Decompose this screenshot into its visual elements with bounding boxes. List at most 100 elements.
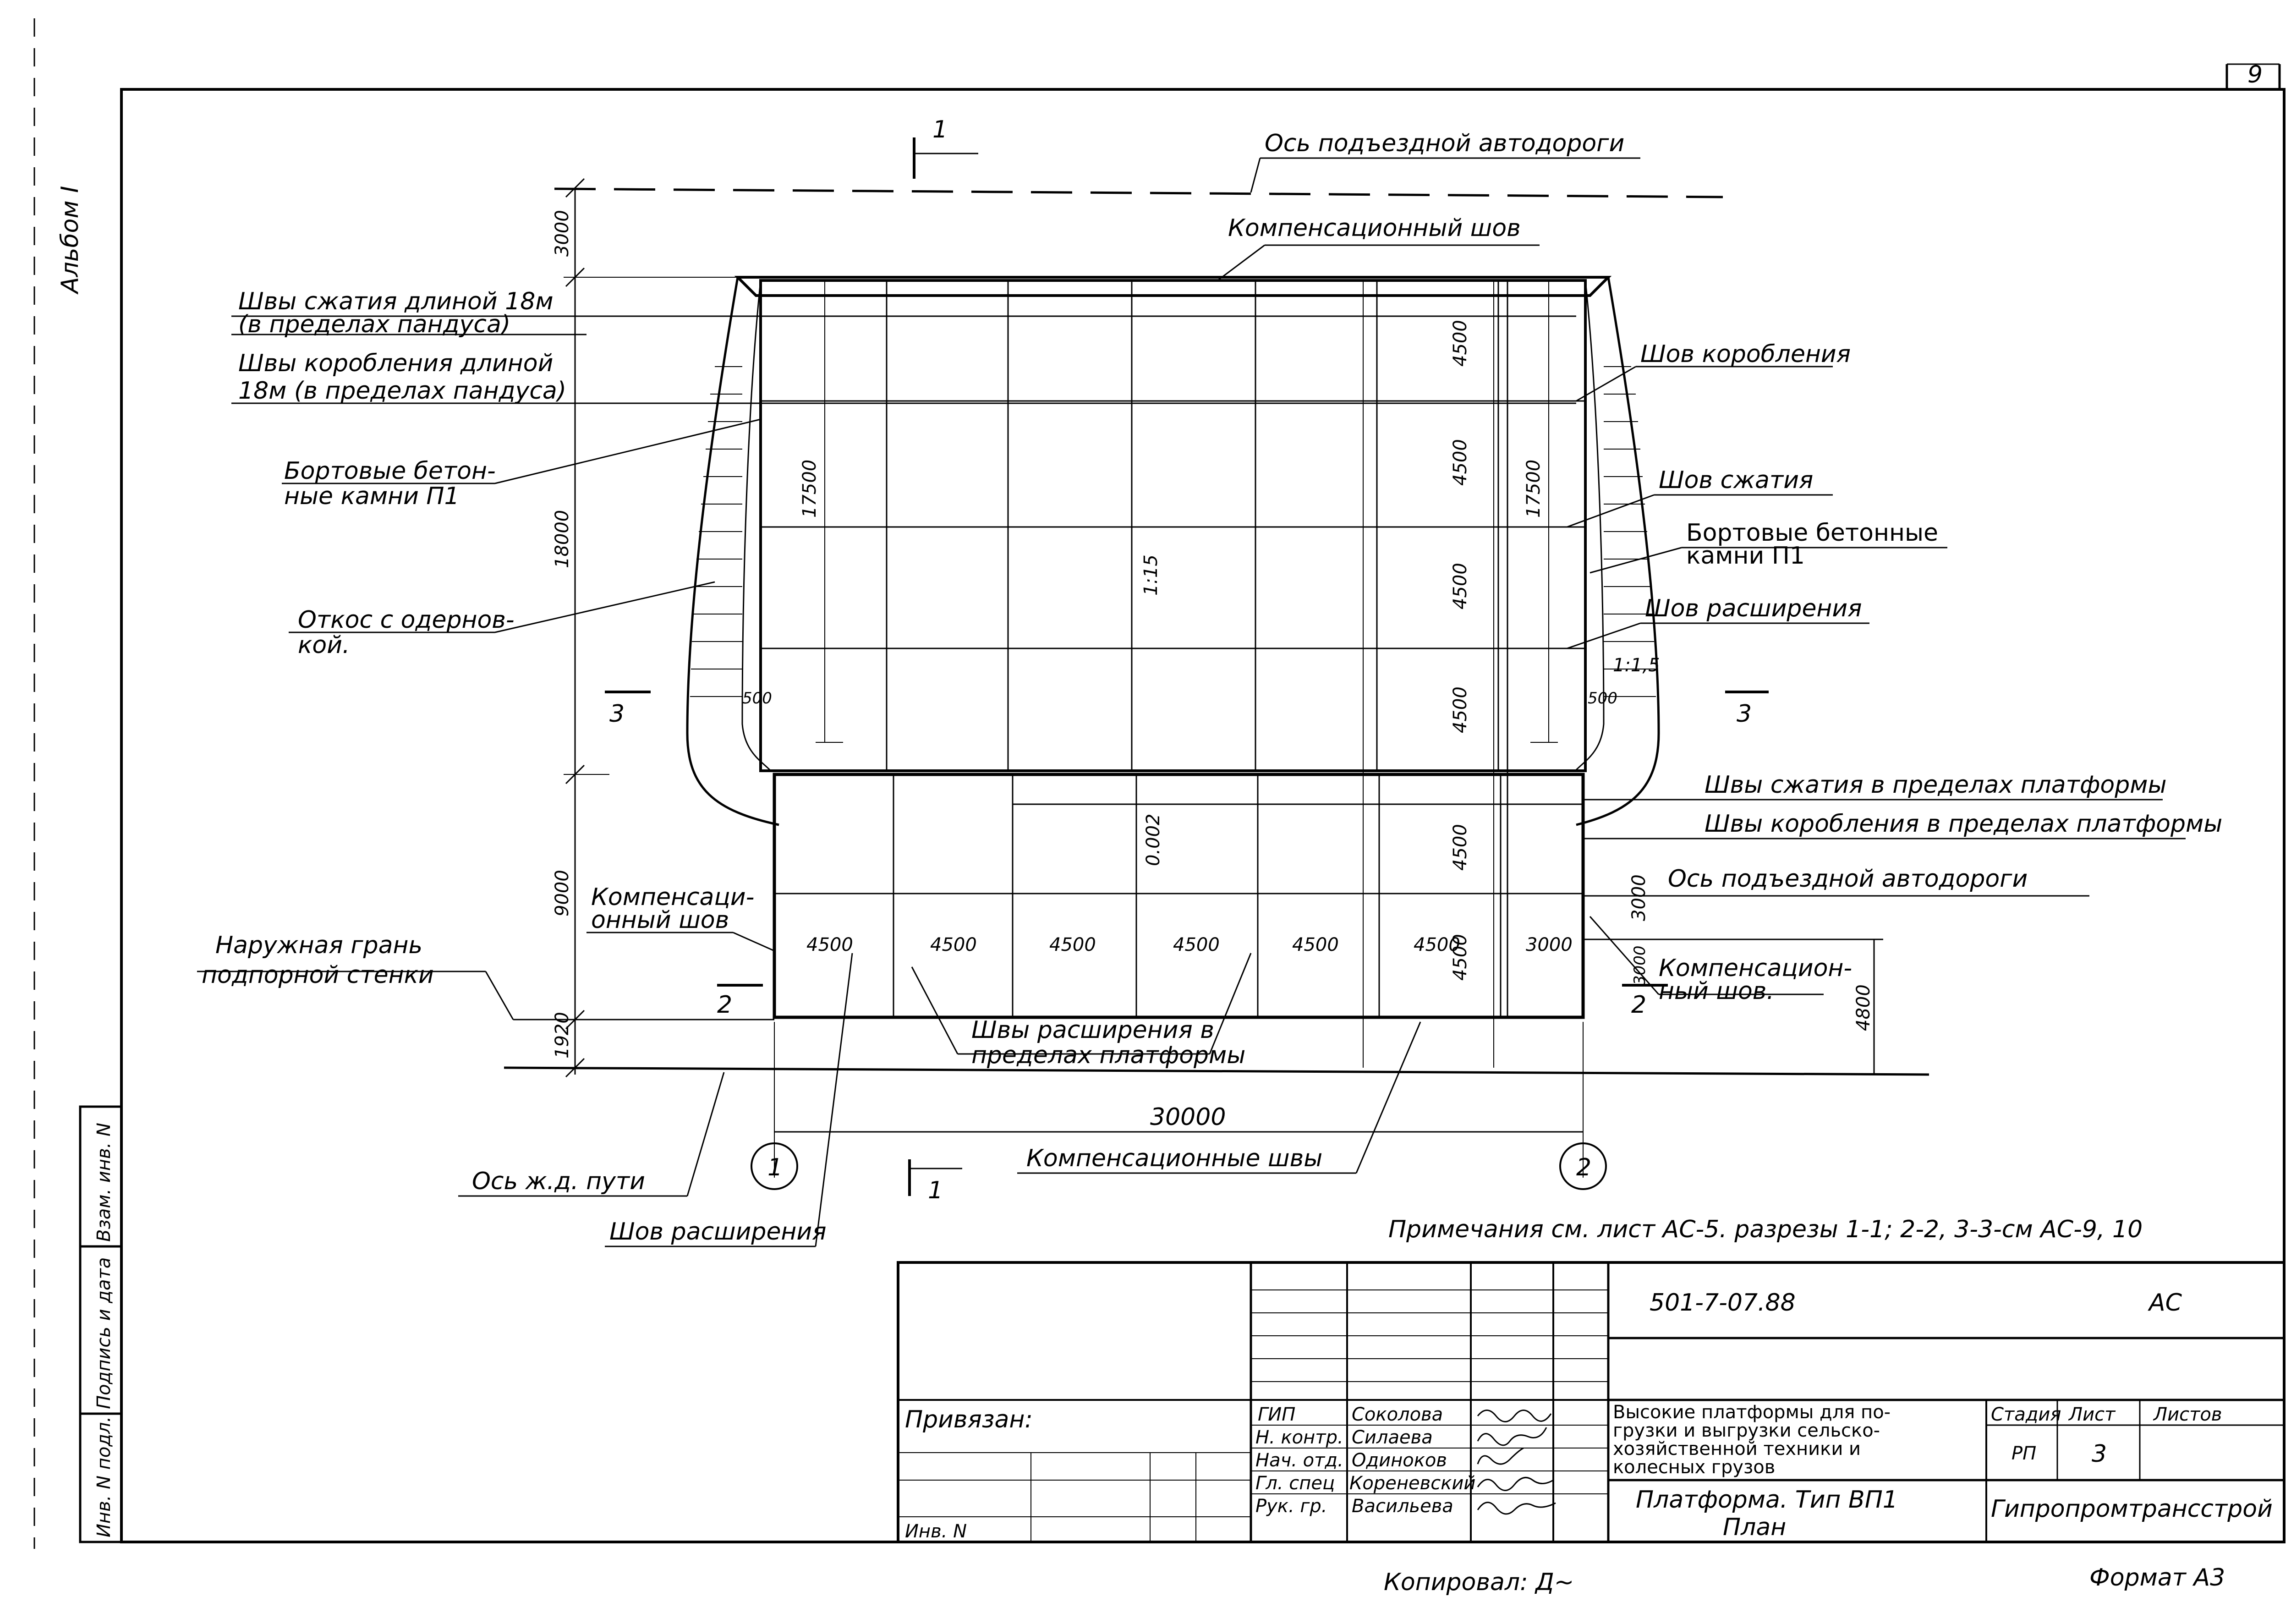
label-expansion-platform-1: Швы расширения в <box>971 1016 1214 1044</box>
label-compress-ramp-1: Швы сжатия длиной 18м <box>238 288 554 315</box>
name-4: Кореневский <box>1349 1473 1475 1494</box>
axis-2: 2 <box>1576 1154 1591 1181</box>
stage-label: Стадия <box>1991 1404 2061 1425</box>
platform-plan <box>197 137 2186 1247</box>
title-block <box>897 1261 2286 1543</box>
stage-value: РП <box>2011 1443 2036 1464</box>
label-slope-ratio-center: 1:15 <box>1140 554 1162 596</box>
label-slope-left-2: кой. <box>298 631 350 659</box>
side-stamp-album: Альбом I <box>56 186 84 295</box>
label-road-axis-top: Ось подъездной автодороги <box>1265 130 1624 157</box>
role-chief-spec: Гл. спец <box>1255 1473 1335 1494</box>
label-grade-center: 0.002 <box>1143 813 1164 866</box>
sheet-label: Лист <box>2068 1404 2116 1425</box>
dim-30000: 30000 <box>1150 1103 1226 1131</box>
signatures <box>1477 1410 1556 1515</box>
role-gip: ГИП <box>1258 1404 1295 1425</box>
label-comp-joint-right-1: Компенсацион- <box>1659 955 1852 982</box>
label-outer-face-1: Наружная грань <box>215 932 422 959</box>
side-stamp-replace: Взам. инв. N <box>93 1123 115 1242</box>
section-2-left: 2 <box>717 991 732 1019</box>
desc-line-2: грузки и выгрузки сельско- <box>1613 1420 1880 1441</box>
name-5: Васильева <box>1352 1496 1453 1517</box>
section-2-right: 2 <box>1631 991 1646 1019</box>
section-1-top: 1 <box>932 116 948 143</box>
label-comp-joint-left-1: Компенсаци- <box>591 883 754 911</box>
dim-500-left: 500 <box>742 689 772 708</box>
dim-17500-left: 17500 <box>799 460 820 518</box>
dim-500-right: 500 <box>1588 689 1617 708</box>
label-curb-left-2: ные камни П1 <box>284 483 460 510</box>
label-comp-joint-top: Компенсационный шов <box>1228 214 1521 242</box>
page-number: 9 <box>2247 61 2263 88</box>
label-outer-face-2: подпорной стенки <box>202 961 434 989</box>
drawing-title-1: Платформа. Тип ВП1 <box>1636 1486 1898 1514</box>
organization: Гипропромтрансстрой <box>1991 1495 2273 1523</box>
dim-4500-v6: 4500 <box>1450 934 1471 981</box>
label-expansion-joint-bottom: Шов расширения <box>609 1218 827 1245</box>
label-curb-right-1: Бортовые бетонные <box>1686 519 1938 547</box>
dim-9000: 9000 <box>552 870 573 916</box>
label-curb-right-2: камни П1 <box>1686 542 1805 570</box>
dim-h1: 4500 <box>806 934 853 955</box>
dim-3000-top: 3000 <box>552 210 573 257</box>
desc-line-3: хозяйственной техники и <box>1613 1438 1861 1459</box>
label-warp-joint: Шов коробления <box>1640 340 1851 368</box>
label-expansion-joint: Шов расширения <box>1645 595 1862 622</box>
copied-by: Копировал: Д~ <box>1384 1569 1574 1596</box>
dim-h6: 4500 <box>1414 934 1460 955</box>
doc-mark: АС <box>2148 1289 2182 1317</box>
section-1-bottom: 1 <box>928 1177 943 1204</box>
section-3-right: 3 <box>1737 700 1752 728</box>
label-compress-joint: Шов сжатия <box>1659 466 1813 494</box>
label-slope-left-1: Откос с одернов- <box>298 606 515 634</box>
label-warp-ramp-1: Швы коробления длиной <box>238 350 553 377</box>
dim-4500-v1: 4500 <box>1450 320 1471 367</box>
dim-4500-v4: 4500 <box>1450 686 1471 733</box>
dim-4500-v3: 4500 <box>1450 563 1471 609</box>
label-warp-platform: Швы коробления в пределах платформы <box>1705 810 2222 838</box>
side-stamp-signature: Подпись и дата <box>93 1257 115 1409</box>
sheet-value: 3 <box>2092 1440 2107 1468</box>
side-stamp <box>79 1105 123 1543</box>
dim-4800: 4800 <box>1853 984 1874 1031</box>
section-3-left: 3 <box>609 700 625 728</box>
role-dept-head: Нач. отд. <box>1255 1450 1343 1471</box>
name-1: Соколова <box>1352 1404 1443 1425</box>
dim-h7: 3000 <box>1526 934 1573 955</box>
axis-1: 1 <box>767 1154 783 1181</box>
role-norm-control: Н. контр. <box>1255 1427 1343 1448</box>
dim-4500-v5: 4500 <box>1450 824 1471 871</box>
label-road-axis-right: Ось подъездной автодороги <box>1668 865 2028 893</box>
dim-3000-right-small: 3000 <box>1631 945 1649 985</box>
label-comp-joints-bottom: Компенсационные швы <box>1026 1145 1322 1172</box>
dim-h2: 4500 <box>930 934 977 955</box>
inv-label: Инв. N <box>905 1521 967 1542</box>
doc-code: 501-7-07.88 <box>1650 1289 1796 1317</box>
label-rail-axis: Ось ж.д. пути <box>472 1168 645 1195</box>
note: Примечания см. лист АС-5. разрезы 1-1; 2… <box>1388 1216 2143 1243</box>
name-3: Одиноков <box>1352 1450 1447 1471</box>
dim-h3: 4500 <box>1049 934 1096 955</box>
name-2: Силаева <box>1352 1427 1433 1448</box>
label-expansion-platform-2: пределах платформы <box>971 1042 1245 1069</box>
dim-17500-right: 17500 <box>1523 460 1544 518</box>
dim-h4: 4500 <box>1173 934 1220 955</box>
dim-4500-v2: 4500 <box>1450 439 1471 486</box>
bound-label: Привязан: <box>905 1406 1033 1433</box>
desc-line-4: колесных грузов <box>1613 1457 1775 1478</box>
dim-18000: 18000 <box>552 510 573 568</box>
desc-line-1: Высокие платформы для по- <box>1613 1402 1891 1423</box>
label-slope-ratio: 1:1,5 <box>1613 655 1660 676</box>
role-group-lead: Рук. гр. <box>1255 1496 1327 1517</box>
dim-3000-right: 3000 <box>1628 874 1650 921</box>
sheet-format: Формат А3 <box>2089 1564 2225 1591</box>
dim-h5: 4500 <box>1292 934 1339 955</box>
label-curb-left-1: Бортовые бетон- <box>284 457 496 485</box>
dim-1920: 1920 <box>552 1012 573 1059</box>
label-comp-joint-left-2: онный шов <box>591 906 729 934</box>
label-compress-ramp-2: (в пределах пандуса) <box>238 311 510 338</box>
label-warp-ramp-2: 18м (в пределах пандуса) <box>238 377 566 405</box>
drawing-title-2: План <box>1723 1514 1786 1541</box>
side-stamp-inv-orig: Инв. N подл. <box>93 1416 115 1537</box>
